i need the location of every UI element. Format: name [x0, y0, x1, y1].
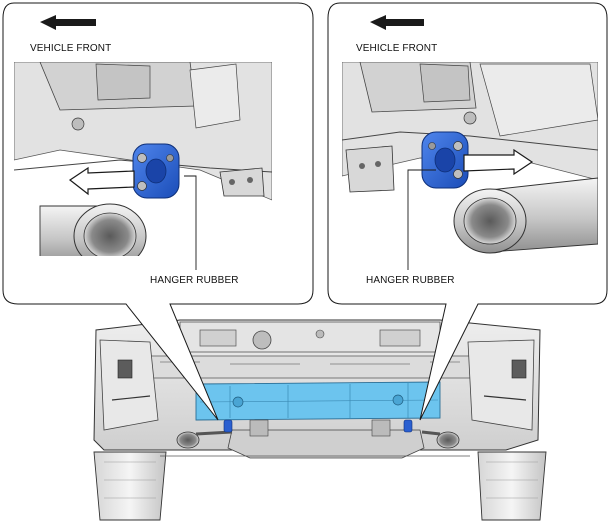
hanger-rubber-right [421, 131, 469, 189]
removal-direction-arrow-icon-right [463, 148, 534, 176]
vehicle-front-label-right: VEHICLE FRONT [356, 43, 437, 54]
vehicle-front-arrow-icon [370, 15, 424, 30]
vehicle-front-label-left: VEHICLE FRONT [30, 43, 111, 54]
detail-image-right [342, 62, 598, 256]
hanger-rubber-label-left: HANGER RUBBER [150, 275, 239, 286]
hanger-rubber-label-right: HANGER RUBBER [366, 275, 455, 286]
leader-line-left [184, 175, 197, 270]
detail-image-left [14, 62, 272, 256]
vehicle-rear-underside [93, 319, 547, 521]
vehicle-front-arrow-icon [40, 15, 96, 30]
hanger-rubber-left [132, 143, 180, 199]
leader-line-right [407, 169, 436, 270]
removal-direction-arrow-icon-left [68, 166, 135, 196]
